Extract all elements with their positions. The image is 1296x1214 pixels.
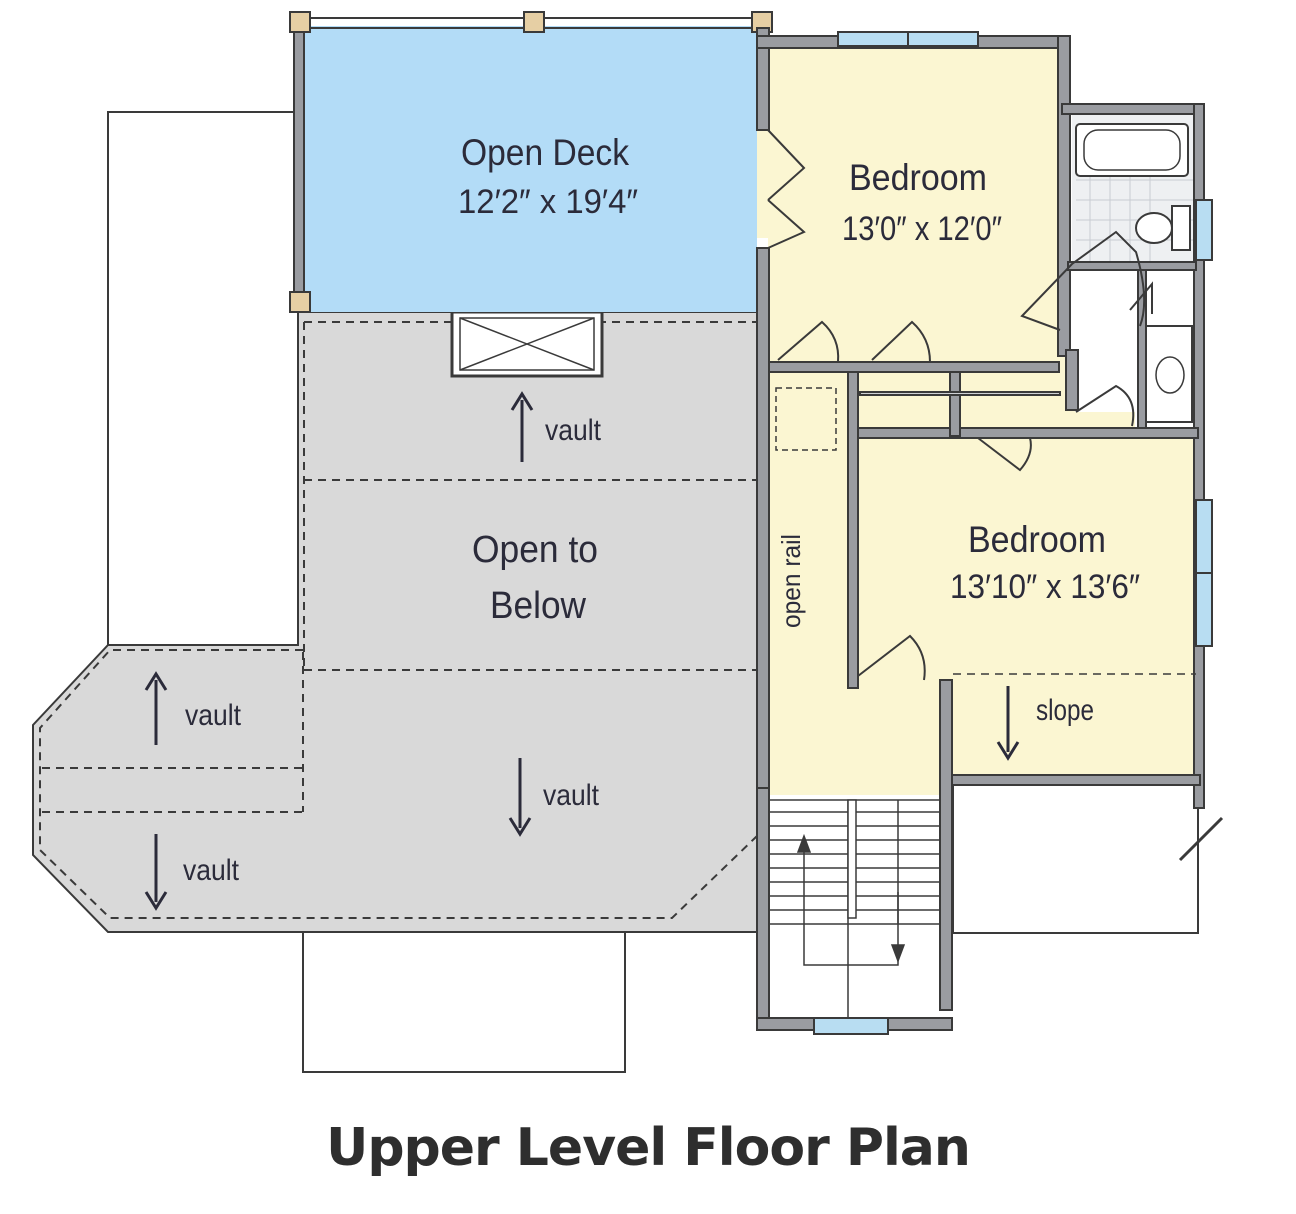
slope-label: slope: [1036, 694, 1094, 727]
vault-arrows: [144, 391, 1020, 911]
open-deck-name: Open Deck: [461, 132, 629, 173]
stair: [769, 799, 1224, 1018]
plan-title: Upper Level Floor Plan: [326, 1118, 971, 1178]
floor-plan: Open Deck 12′2″ x 19′4″ Bedroom 13′0″ x …: [32, 11, 1224, 1073]
vault-label-top: vault: [545, 414, 602, 447]
doors: [767, 129, 1153, 681]
open-deck-area: [289, 11, 773, 313]
vault-label-left-upper: vault: [185, 699, 242, 732]
windows: [813, 31, 1213, 1035]
bedroom-1-size: 13′0″ x 12′0″: [842, 210, 1002, 248]
lower-level-outline: [107, 111, 1199, 1073]
walls: [756, 27, 1205, 1031]
bedroom-wing: [757, 48, 1200, 795]
skylight: [450, 310, 604, 378]
bedroom-2-name: Bedroom: [968, 519, 1106, 560]
vault-label-left-lower: vault: [183, 854, 240, 887]
bedroom-1-name: Bedroom: [849, 157, 987, 198]
bedroom-2-size: 13′10″ x 13′6″: [950, 568, 1140, 606]
open-to-below-line1: Open to: [472, 529, 598, 571]
open-to-below-line2: Below: [490, 585, 587, 627]
vault-label-center: vault: [543, 779, 600, 812]
attic-access: [775, 387, 837, 451]
open-deck-size: 12′2″ x 19′4″: [458, 183, 638, 221]
open-rail-label: open rail: [776, 534, 806, 628]
